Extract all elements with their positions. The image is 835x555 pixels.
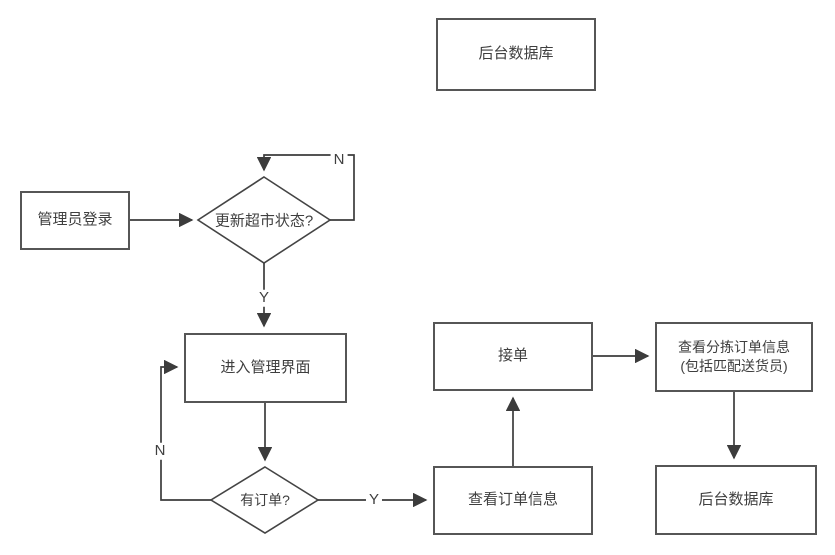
- node-admin-login-label: 管理员登录: [37, 211, 113, 229]
- node-backend-database-top-label: 后台数据库: [478, 45, 554, 63]
- node-admin-login: 管理员登录: [20, 191, 130, 250]
- node-dispatch-order-info-line2: (包括匹配送货员): [680, 358, 788, 374]
- decision-has-order-label: 有订单?: [240, 492, 290, 508]
- node-enter-management-label: 进入管理界面: [220, 358, 311, 376]
- edge-label-order-yes: Y: [365, 491, 383, 509]
- decision-has-order-diamond: [209, 466, 320, 534]
- edge-label-update-yes: Y: [255, 289, 273, 307]
- node-accept-order: 接单: [433, 322, 593, 391]
- node-dispatch-order-info-line1: 查看分拣订单信息: [678, 339, 790, 356]
- node-view-order-info: 查看订单信息: [433, 466, 593, 535]
- edge-update-no-loop: [256, 154, 355, 221]
- decision-update-status-label: 更新超市状态?: [214, 212, 314, 230]
- node-dispatch-order-info: 查看分拣订单信息 (包括匹配送货员): [655, 322, 813, 392]
- node-enter-management: 进入管理界面: [184, 333, 347, 403]
- node-accept-order-label: 接单: [497, 347, 528, 365]
- node-backend-database-top: 后台数据库: [436, 18, 596, 91]
- node-backend-database-bottom: 后台数据库: [655, 465, 817, 535]
- edge-label-update-no: N: [330, 151, 348, 169]
- node-view-order-info-label: 查看订单信息: [467, 491, 558, 509]
- node-backend-database-bottom-label: 后台数据库: [698, 490, 774, 508]
- edge-label-order-no: N: [151, 442, 169, 460]
- edge-order-no-loop: [160, 359, 211, 501]
